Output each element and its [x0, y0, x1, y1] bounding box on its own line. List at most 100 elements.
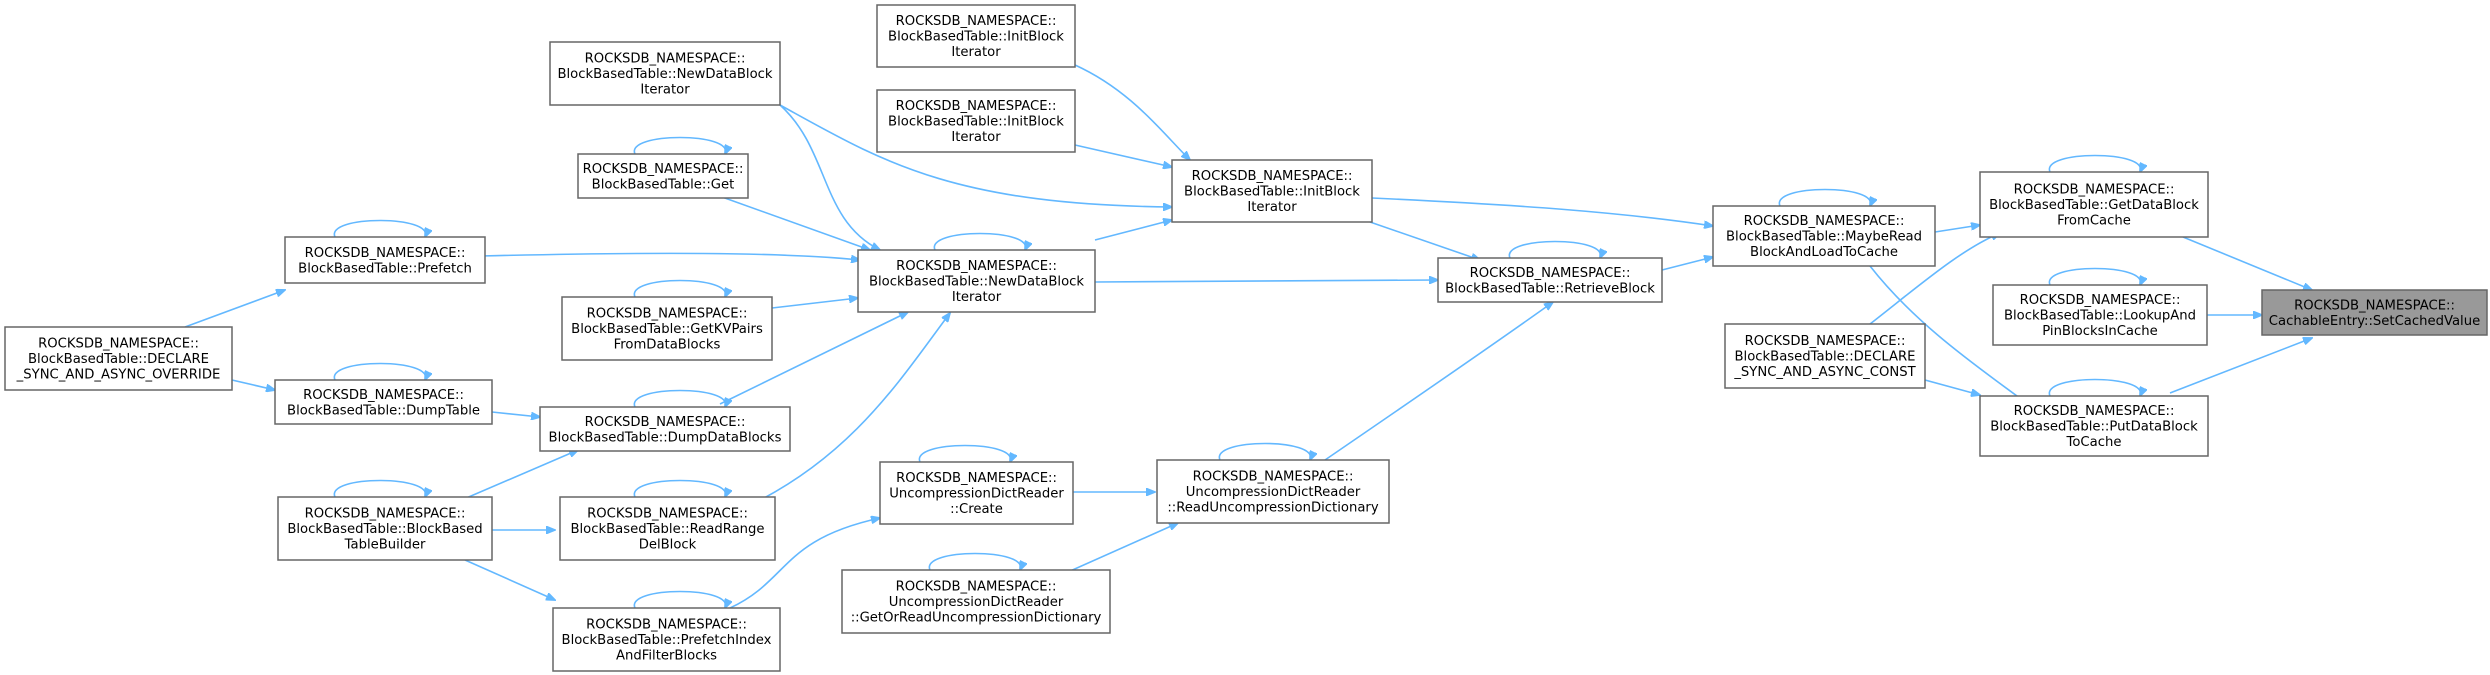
edge-initblockiter-maybereadblock [1371, 197, 1713, 226]
node-label-line: BlockBasedTable::InitBlock [888, 30, 1064, 45]
node-label-line: BlockBasedTable::DECLARE [1735, 350, 1916, 365]
node-label-line: BlockBasedTable::NewDataBlock [869, 275, 1084, 290]
node-box[interactable] [1724, 323, 1926, 389]
node-label-line: ROCKSDB_NAMESPACE:: [1744, 214, 1905, 229]
node-label-line: Iterator [640, 83, 690, 98]
node-box[interactable] [876, 4, 1076, 68]
graph-node-initblockiter-main[interactable]: ROCKSDB_NAMESPACE::BlockBasedTable::Init… [1171, 159, 1373, 223]
node-label-line: BlockBasedTable::LookupAnd [2004, 309, 2196, 324]
node-label-line: DelBlock [639, 538, 697, 553]
node-label-line: Iterator [1247, 200, 1297, 215]
graph-node-readrangedel[interactable]: ROCKSDB_NAMESPACE::BlockBasedTable::Read… [559, 496, 776, 561]
edge-putdatablock-root [2169, 338, 2312, 394]
node-label-line: _SYNC_AND_ASYNC_OVERRIDE [16, 368, 221, 383]
node-box[interactable] [559, 496, 776, 561]
graph-node-prefetch[interactable]: ROCKSDB_NAMESPACE::BlockBasedTable::Pref… [284, 236, 486, 284]
graph-node-root[interactable]: ROCKSDB_NAMESPACE::CachableEntry::SetCac… [2261, 289, 2488, 336]
node-label-line: PinBlocksInCache [2042, 324, 2157, 339]
node-box[interactable] [1992, 284, 2208, 346]
node-box[interactable] [552, 607, 781, 672]
node-label-line: BlockBasedTable::GetDataBlock [1989, 198, 2199, 213]
edge-self-readrangedel [633, 479, 725, 498]
node-label-line: UncompressionDictReader [889, 487, 1064, 502]
graph-node-blockbasedtablebuilder[interactable]: ROCKSDB_NAMESPACE::BlockBasedTable::Bloc… [277, 496, 493, 561]
node-box[interactable] [561, 296, 773, 361]
node-label-line: CachableEntry::SetCachedValue [2269, 314, 2480, 329]
node-label-line: _SYNC_AND_ASYNC_CONST [1733, 365, 1916, 380]
node-box[interactable] [577, 153, 749, 199]
edge-self-getkvpairs [633, 279, 725, 298]
edge-prefetchindex-uncompcreate [729, 518, 880, 609]
node-label-line: BlockBasedTable::PutDataBlock [1990, 420, 2198, 435]
node-label-line: UncompressionDictReader [1186, 485, 1361, 500]
node-box[interactable] [2261, 289, 2488, 336]
edge-readrangedel-newdatablockiter [739, 313, 950, 511]
graph-node-newdatablockiter-top[interactable]: ROCKSDB_NAMESPACE::BlockBasedTable::NewD… [549, 41, 781, 106]
graph-node-getdatablock[interactable]: ROCKSDB_NAMESPACE::BlockBasedTable::GetD… [1979, 171, 2209, 238]
node-label-line: ROCKSDB_NAMESPACE:: [1470, 266, 1631, 281]
graph-node-initblockiter-b[interactable]: ROCKSDB_NAMESPACE::BlockBasedTable::Init… [876, 89, 1076, 153]
node-box[interactable] [1979, 395, 2209, 457]
graph-node-getkvpairs[interactable]: ROCKSDB_NAMESPACE::BlockBasedTable::GetK… [561, 296, 773, 361]
node-box[interactable] [1437, 257, 1663, 303]
graph-node-newdatablockiter-main[interactable]: ROCKSDB_NAMESPACE::BlockBasedTable::NewD… [857, 249, 1096, 313]
edge-dumpdatablocks-newdatablockiter [719, 312, 908, 405]
node-box[interactable] [879, 461, 1074, 525]
node-box[interactable] [1979, 171, 2209, 238]
node-box[interactable] [1171, 159, 1373, 223]
edge-newdatablocktop-newdatablockiter [779, 104, 880, 250]
edge-self-putdatablock [2048, 378, 2140, 397]
node-label-line: ROCKSDB_NAMESPACE:: [2294, 298, 2455, 313]
graph-node-declaresyncoverride[interactable]: ROCKSDB_NAMESPACE::BlockBasedTable::DECL… [4, 326, 233, 391]
graph-node-lookupandpin[interactable]: ROCKSDB_NAMESPACE::BlockBasedTable::Look… [1992, 284, 2208, 346]
node-label-line: BlockBasedTable::DumpDataBlocks [549, 430, 782, 445]
node-label-line: ROCKSDB_NAMESPACE:: [896, 14, 1057, 29]
node-box[interactable] [539, 406, 791, 452]
node-label-line: Iterator [951, 130, 1001, 145]
node-label-line: ROCKSDB_NAMESPACE:: [585, 415, 746, 430]
graph-node-maybereadblock[interactable]: ROCKSDB_NAMESPACE::BlockBasedTable::Mayb… [1712, 205, 1936, 267]
graph-node-readuncompdict[interactable]: ROCKSDB_NAMESPACE::UncompressionDictRead… [1156, 459, 1390, 524]
graph-node-prefetchindex[interactable]: ROCKSDB_NAMESPACE::BlockBasedTable::Pref… [552, 607, 781, 672]
node-label-line: FromDataBlocks [614, 338, 721, 353]
graph-node-declaresyncconst[interactable]: ROCKSDB_NAMESPACE::BlockBasedTable::DECL… [1724, 323, 1926, 389]
node-box[interactable] [1712, 205, 1936, 267]
edge-newdatablockiter-retrieveblock [1094, 280, 1438, 282]
node-label-line: ROCKSDB_NAMESPACE:: [583, 162, 744, 177]
graph-node-uncompcreate[interactable]: ROCKSDB_NAMESPACE::UncompressionDictRead… [879, 461, 1074, 525]
node-box[interactable] [876, 89, 1076, 153]
node-box[interactable] [284, 236, 486, 284]
node-box[interactable] [841, 569, 1111, 634]
edge-self-maybereadblock [1778, 188, 1870, 207]
graph-node-initblockiter-a[interactable]: ROCKSDB_NAMESPACE::BlockBasedTable::Init… [876, 4, 1076, 68]
node-label-line: BlockBasedTable::RetrieveBlock [1445, 281, 1655, 296]
graph-node-getorreaduncomp[interactable]: ROCKSDB_NAMESPACE::UncompressionDictRead… [841, 569, 1111, 634]
edge-blockbasedtablebuilder-prefetchindex [464, 559, 555, 600]
graph-node-dumptable[interactable]: ROCKSDB_NAMESPACE::BlockBasedTable::Dump… [274, 379, 493, 425]
node-label-line: FromCache [2057, 214, 2131, 229]
node-box[interactable] [4, 326, 233, 391]
graph-node-putdatablock[interactable]: ROCKSDB_NAMESPACE::BlockBasedTable::PutD… [1979, 395, 2209, 457]
node-box[interactable] [274, 379, 493, 425]
node-label-line: BlockAndLoadToCache [1750, 245, 1898, 260]
edge-self-blockbasedtablebuilder [333, 479, 425, 498]
graph-node-get[interactable]: ROCKSDB_NAMESPACE::BlockBasedTable::Get [577, 153, 749, 199]
node-label-line: Iterator [952, 290, 1002, 305]
graph-node-retrieveblock[interactable]: ROCKSDB_NAMESPACE::BlockBasedTable::Retr… [1437, 257, 1663, 303]
node-box[interactable] [1156, 459, 1390, 524]
node-label-line: ROCKSDB_NAMESPACE:: [2020, 293, 2181, 308]
edge-initblock-b-initblock-main [1074, 144, 1172, 167]
edge-initblockiter-retrieveblock [1369, 221, 1480, 260]
edge-self-dumpdatablocks [633, 389, 725, 408]
node-box[interactable] [549, 41, 781, 106]
node-label-line: ROCKSDB_NAMESPACE:: [896, 99, 1057, 114]
node-box[interactable] [857, 249, 1096, 313]
node-label-line: ROCKSDB_NAMESPACE:: [1192, 169, 1353, 184]
edge-declaresyncconst-getdatablock [1869, 233, 2000, 325]
graph-node-dumpdatablocks[interactable]: ROCKSDB_NAMESPACE::BlockBasedTable::Dump… [539, 406, 791, 452]
edge-prefetch-newdatablockiter [479, 252, 860, 260]
edge-self-readuncompdict [1218, 442, 1310, 461]
node-label-line: AndFilterBlocks [616, 649, 717, 664]
node-box[interactable] [277, 496, 493, 561]
